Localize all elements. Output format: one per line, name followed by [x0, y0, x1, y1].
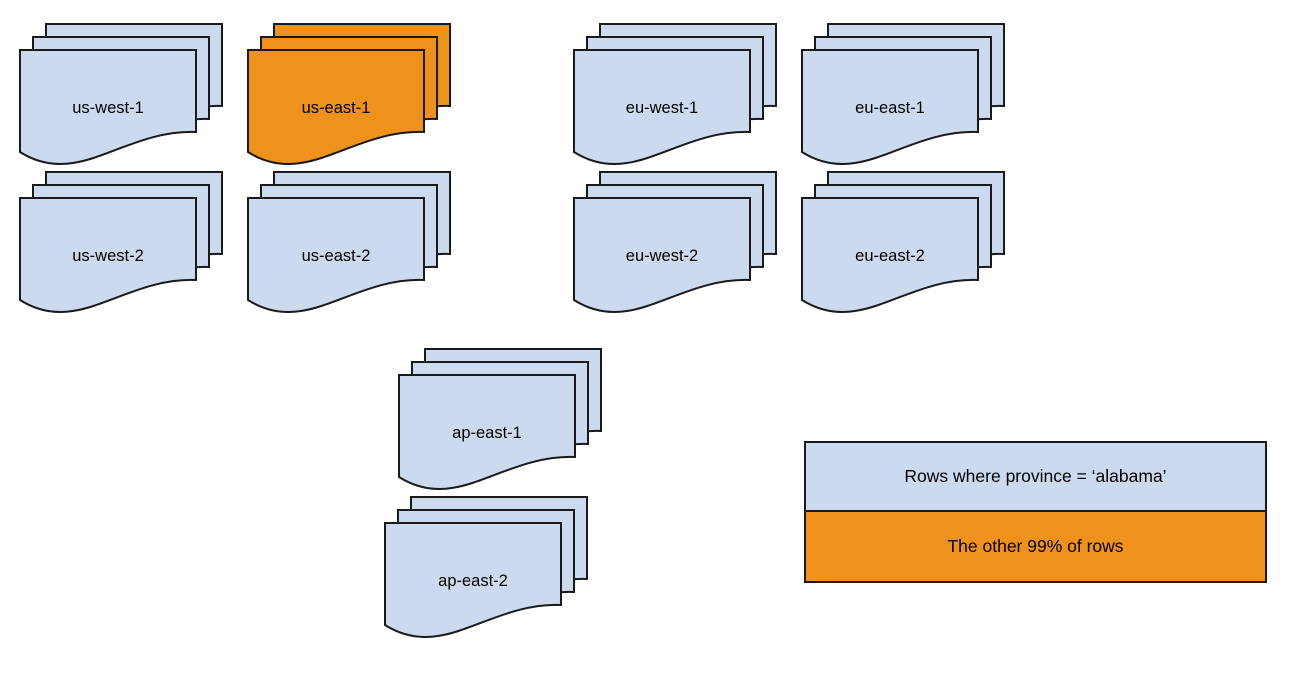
- document-stack-shape-us-west-2: [19, 171, 223, 313]
- document-sheet: [573, 49, 751, 165]
- document-stack-shape-ap-east-1: [398, 348, 602, 490]
- legend: Rows where province = ‘alabama’ The other…: [804, 441, 1267, 583]
- document-stack-shape-us-east-1: [247, 23, 451, 165]
- document-sheet: [247, 197, 425, 313]
- document-stack-shape-eu-east-2: [801, 171, 1005, 313]
- document-stack-shape-eu-west-1: [573, 23, 777, 165]
- legend-orange: The other 99% of rows: [804, 512, 1267, 583]
- document-stack-shape-eu-east-1: [801, 23, 1005, 165]
- document-stack-shape-us-west-1: [19, 23, 223, 165]
- document-stack-shape-ap-east-2: [384, 496, 588, 638]
- legend-orange-label: The other 99% of rows: [947, 536, 1124, 556]
- legend-blue-label: Rows where province = ‘alabama’: [904, 466, 1167, 486]
- document-stack-shape-us-east-2: [247, 171, 451, 313]
- document-sheet: [573, 197, 751, 313]
- document-sheet: [398, 374, 576, 490]
- legend-blue: Rows where province = ‘alabama’: [804, 441, 1267, 512]
- document-sheet: [801, 49, 979, 165]
- document-stack-shape-eu-west-2: [573, 171, 777, 313]
- document-sheet: [19, 49, 197, 165]
- document-sheet: [384, 522, 562, 638]
- document-sheet: [247, 49, 425, 165]
- document-sheet: [19, 197, 197, 313]
- document-sheet: [801, 197, 979, 313]
